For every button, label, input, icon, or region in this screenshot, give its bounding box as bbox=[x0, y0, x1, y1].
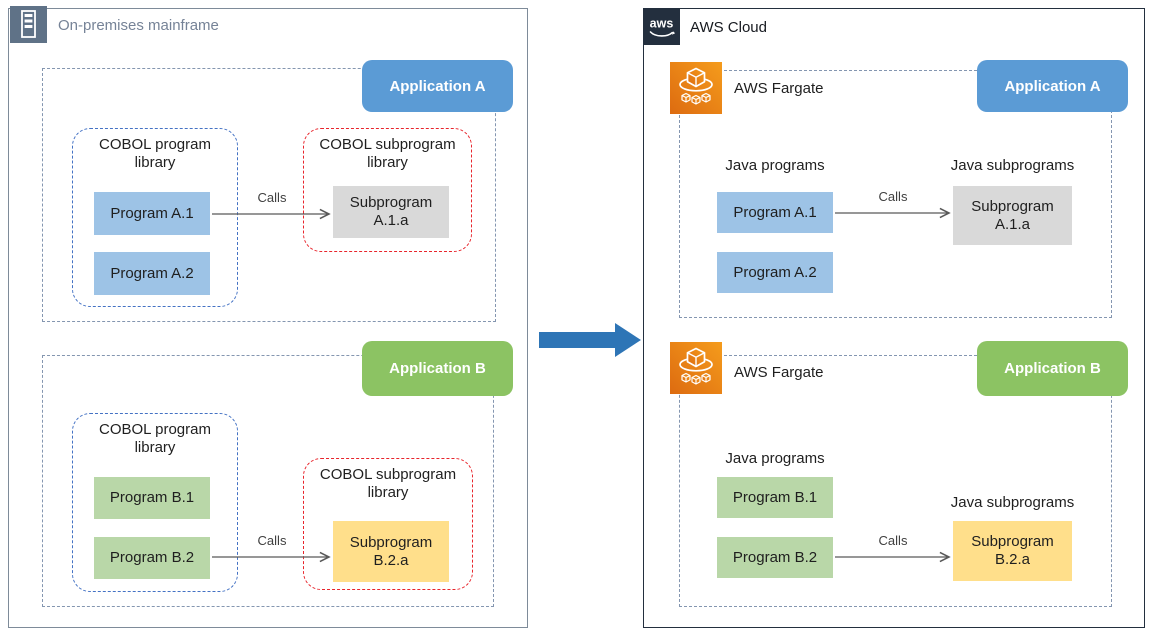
fargate-icon bbox=[670, 342, 722, 394]
fargate-label-b: AWS Fargate bbox=[734, 364, 824, 381]
right-program-b1: Program B.1 bbox=[717, 477, 833, 518]
fargate-icon bbox=[670, 62, 722, 114]
left-cobol-subprogram-library-a: COBOL subprogram library bbox=[303, 128, 472, 252]
left-program-a2: Program A.2 bbox=[94, 252, 210, 295]
left-app-b-label: Application B bbox=[362, 341, 513, 396]
java-subprograms-label-b: Java subprograms bbox=[950, 494, 1075, 511]
right-app-a-group bbox=[679, 70, 1112, 318]
left-app-b-group bbox=[42, 355, 494, 607]
on-premises-title: On-premises mainframe bbox=[58, 17, 219, 34]
left-program-b2: Program B.2 bbox=[94, 537, 210, 579]
aws-logo-icon: aws bbox=[643, 8, 680, 45]
aws-logo-text: aws bbox=[650, 17, 674, 31]
left-cobol-program-library-b-label: COBOL program library bbox=[99, 421, 211, 457]
java-subprograms-label-a: Java subprograms bbox=[950, 157, 1075, 174]
left-program-a1: Program A.1 bbox=[94, 192, 210, 235]
right-program-a2: Program A.2 bbox=[717, 252, 833, 293]
right-calls-label-a: Calls bbox=[878, 189, 908, 204]
left-cobol-subprogram-library-b: COBOL subprogram library bbox=[303, 458, 473, 590]
left-app-a-label: Application A bbox=[362, 60, 513, 112]
left-cobol-subprogram-library-b-label: COBOL subprogram library bbox=[319, 466, 457, 502]
right-app-a-label: Application A bbox=[977, 60, 1128, 112]
right-calls-label-b: Calls bbox=[878, 533, 908, 548]
left-calls-label-a: Calls bbox=[257, 190, 287, 205]
left-subprogram-b2a: Subprogram B.2.a bbox=[333, 521, 449, 582]
left-app-a-group bbox=[42, 68, 496, 322]
right-app-b-label: Application B bbox=[977, 341, 1128, 396]
migration-arrow bbox=[539, 323, 641, 357]
left-cobol-program-library-a: COBOL program library bbox=[72, 128, 238, 307]
left-calls-label-b: Calls bbox=[257, 533, 287, 548]
right-subprogram-a1a: Subprogram A.1.a bbox=[953, 186, 1072, 245]
on-premises-panel bbox=[8, 8, 528, 628]
left-subprogram-a1a: Subprogram A.1.a bbox=[333, 186, 449, 238]
left-program-b1: Program B.1 bbox=[94, 477, 210, 519]
aws-cloud-panel bbox=[643, 8, 1145, 628]
left-cobol-program-library-b: COBOL program library bbox=[72, 413, 238, 592]
right-program-a1: Program A.1 bbox=[717, 192, 833, 233]
mainframe-icon bbox=[10, 6, 47, 43]
fargate-label-a: AWS Fargate bbox=[734, 80, 824, 97]
right-subprogram-b2a: Subprogram B.2.a bbox=[953, 521, 1072, 581]
right-program-b2: Program B.2 bbox=[717, 537, 833, 578]
java-programs-label-a: Java programs bbox=[725, 157, 825, 174]
java-programs-label-b: Java programs bbox=[725, 450, 825, 467]
left-cobol-program-library-a-label: COBOL program library bbox=[99, 136, 211, 172]
aws-cloud-title: AWS Cloud bbox=[690, 19, 767, 36]
left-cobol-subprogram-library-a-label: COBOL subprogram library bbox=[319, 136, 456, 172]
right-app-b-group bbox=[679, 355, 1112, 607]
